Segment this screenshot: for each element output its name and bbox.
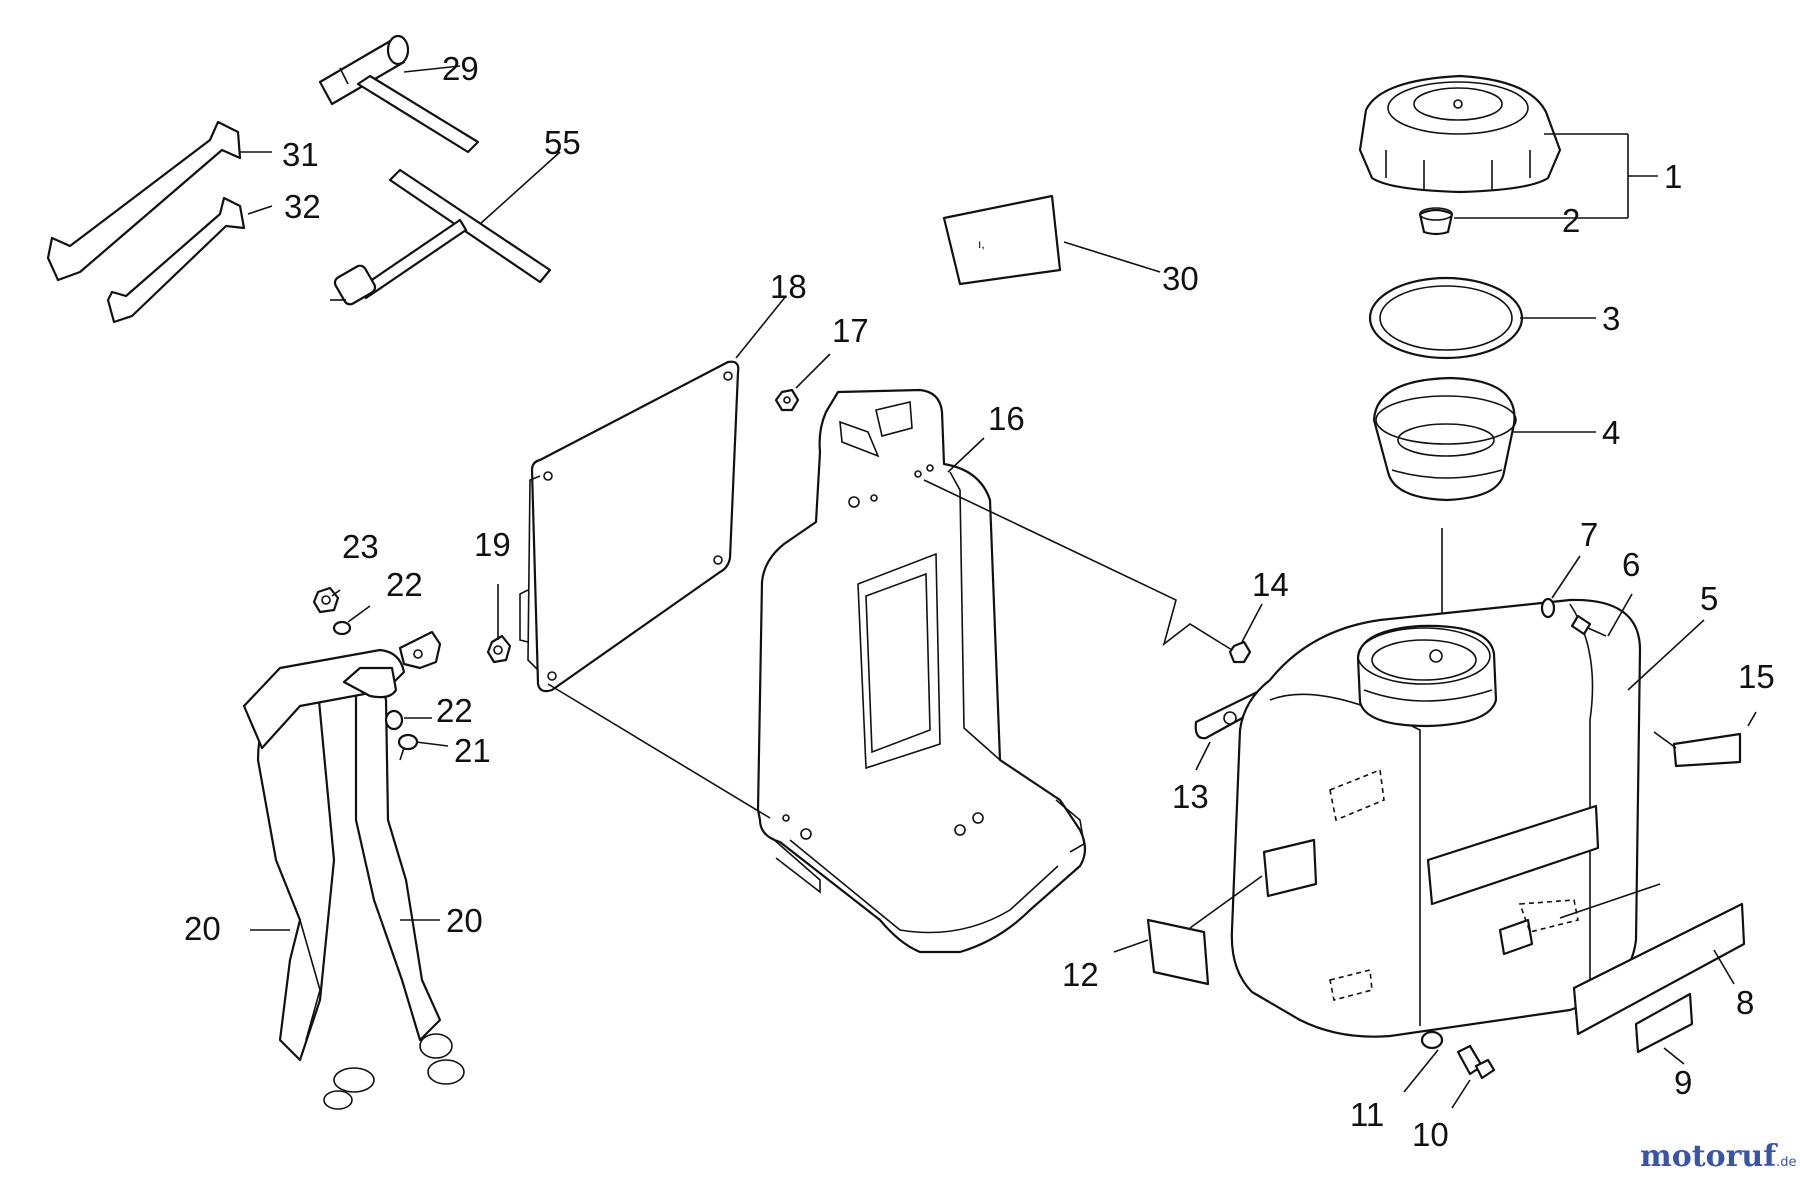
callout-31: 31 bbox=[282, 136, 319, 173]
callout-18: 18 bbox=[770, 268, 807, 305]
callout-labels: 29 31 32 55 30 18 17 16 19 23 22 22 21 2… bbox=[184, 50, 1775, 1153]
callout-7: 7 bbox=[1580, 516, 1598, 553]
callout-2: 2 bbox=[1562, 202, 1580, 239]
screw-6 bbox=[1570, 614, 1607, 637]
o-ring-7 bbox=[1540, 597, 1556, 619]
callout-12: 12 bbox=[1062, 956, 1099, 993]
callout-14: 14 bbox=[1252, 566, 1289, 603]
nut-23 bbox=[312, 586, 340, 614]
callout-32: 32 bbox=[284, 188, 321, 225]
drain-plug-10 bbox=[1456, 1044, 1496, 1080]
strap-yoke bbox=[242, 630, 442, 750]
tank-5 bbox=[1230, 598, 1642, 1038]
t-wrench-29 bbox=[318, 34, 480, 154]
strainer-4 bbox=[1372, 376, 1517, 502]
spanner-32 bbox=[106, 196, 246, 324]
label-8 bbox=[1572, 902, 1746, 1036]
spanner-31 bbox=[46, 120, 242, 282]
callout-11: 11 bbox=[1350, 1096, 1384, 1133]
callout-29: 29 bbox=[442, 50, 479, 87]
callout-6: 6 bbox=[1622, 546, 1640, 583]
callout-21: 21 bbox=[454, 732, 491, 769]
callout-5: 5 bbox=[1700, 580, 1718, 617]
tank-cap-1 bbox=[1358, 74, 1562, 194]
callout-1: 1 bbox=[1664, 158, 1682, 195]
callout-13: 13 bbox=[1172, 778, 1209, 815]
callout-10: 10 bbox=[1412, 1116, 1449, 1153]
washer-22-top bbox=[332, 620, 352, 636]
callout-22-bottom: 22 bbox=[436, 692, 473, 729]
label-15 bbox=[1672, 732, 1742, 768]
callout-15: 15 bbox=[1738, 658, 1775, 695]
callout-3: 3 bbox=[1602, 300, 1620, 337]
svg-text:ı,: ı, bbox=[978, 237, 985, 251]
watermark: motoruf.de bbox=[1640, 1139, 1797, 1174]
callout-20-right: 20 bbox=[446, 902, 483, 939]
leader-lines bbox=[240, 65, 1757, 1109]
drain-washer-11 bbox=[1420, 1030, 1444, 1050]
callout-55: 55 bbox=[544, 124, 581, 161]
nut-19 bbox=[486, 634, 512, 664]
callout-16: 16 bbox=[988, 400, 1025, 437]
callout-22-top: 22 bbox=[386, 566, 423, 603]
callout-23: 23 bbox=[342, 528, 379, 565]
callout-9: 9 bbox=[1674, 1064, 1692, 1101]
label-12 bbox=[1146, 918, 1210, 986]
callout-17: 17 bbox=[832, 312, 869, 349]
washer-22-bottom bbox=[384, 709, 404, 731]
back-pad-18 bbox=[519, 360, 740, 693]
callout-8: 8 bbox=[1736, 984, 1754, 1021]
callout-30: 30 bbox=[1162, 260, 1199, 297]
seal-ring-3 bbox=[1368, 276, 1524, 360]
callout-19: 19 bbox=[474, 526, 511, 563]
label-9 bbox=[1634, 992, 1694, 1054]
nut-17 bbox=[774, 388, 800, 412]
watermark-logo: motoruf.de bbox=[1640, 1139, 1797, 1174]
nut-14 bbox=[1228, 640, 1252, 664]
gasket-2 bbox=[1418, 207, 1454, 236]
instruction-card-30: ı, bbox=[942, 194, 1062, 286]
screw-21 bbox=[397, 733, 419, 761]
callout-4: 4 bbox=[1602, 414, 1620, 451]
spark-plug-wrench-55 bbox=[330, 168, 552, 306]
callout-20-left: 20 bbox=[184, 910, 221, 947]
frame-16 bbox=[756, 388, 1087, 954]
